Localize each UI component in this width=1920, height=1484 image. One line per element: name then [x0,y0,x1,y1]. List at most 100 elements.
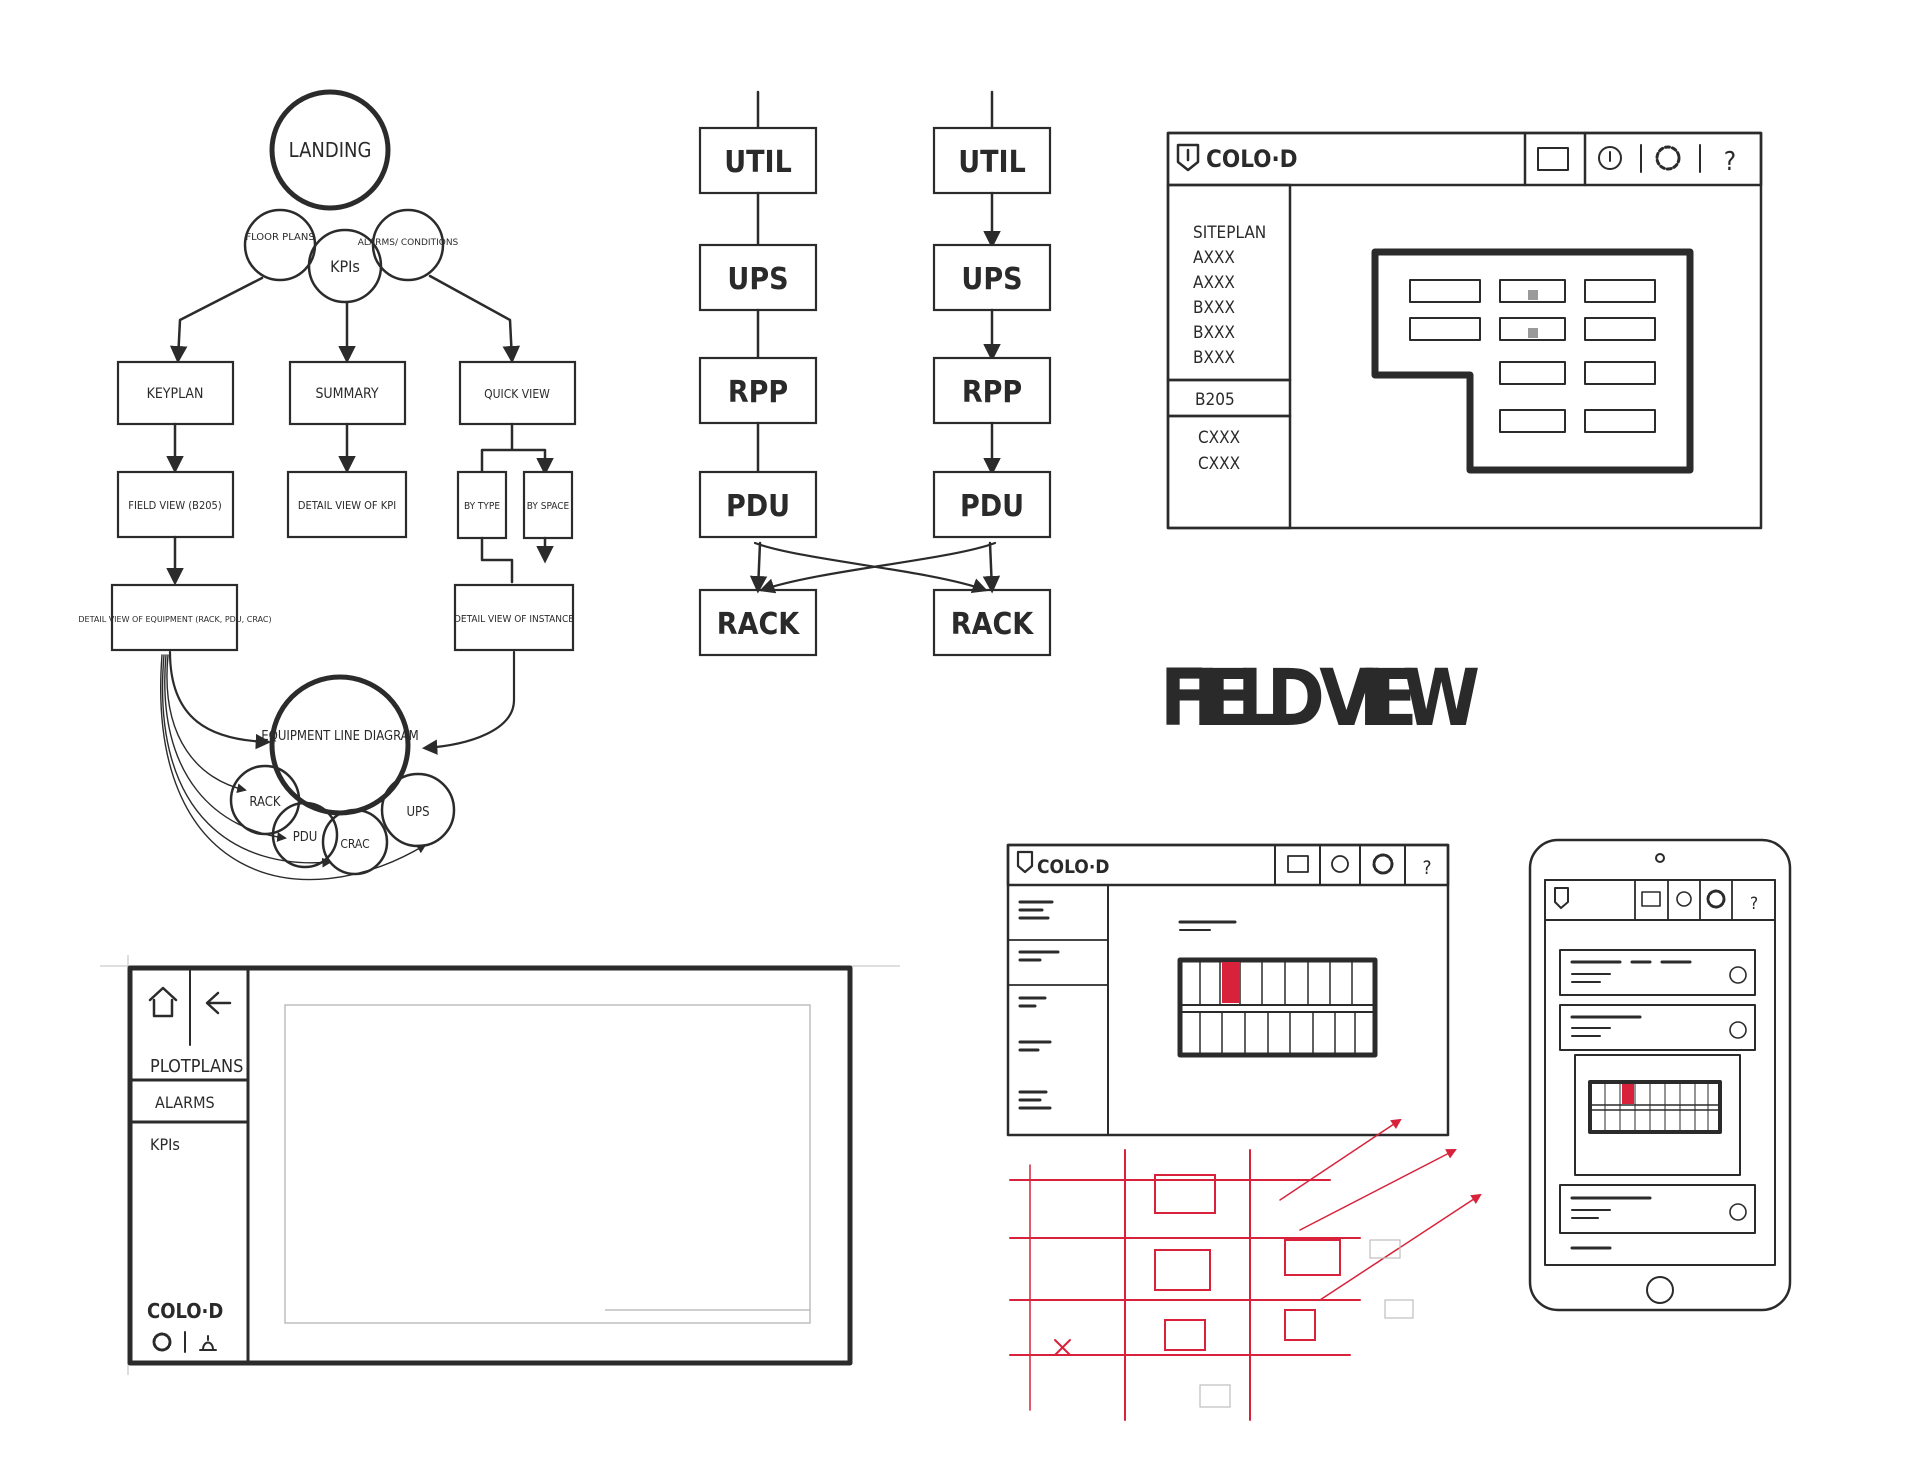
expand-icon[interactable] [1729,966,1747,984]
shield-icon [1016,850,1034,874]
alert-icon[interactable] [1598,146,1622,170]
section-title: FIELD VIEW [1160,654,1480,744]
pdu-node [271,801,339,869]
landing-node [269,89,391,211]
quick-view-label: QUICK VIEW [484,387,550,401]
rack-rows [1409,279,1656,433]
sidebar-item-cxxx[interactable]: CXXX [1198,454,1240,474]
right-chain-label-ups: UPS [961,262,1022,297]
right-chain-label-pdu: PDU [960,489,1024,524]
sidebar-item-bxxx[interactable]: BXXX [1193,323,1235,343]
left-chain-label-pdu: PDU [726,489,790,524]
landing-label: LANDING [289,138,372,162]
detail-kpi-label: DETAIL VIEW OF KPI [298,499,396,512]
red-layout-sketch [1009,1118,1482,1421]
left-chain-label-rpp: RPP [728,375,788,410]
kpis-panel [128,1120,250,1365]
plot-window [127,965,853,1366]
detail-equipment-label: DETAIL VIEW OF EQUIPMENT (RACK, PDU, CRA… [78,615,271,624]
left-chain-box-util [698,126,818,195]
right-chain-box-rpp [932,356,1052,425]
sidebar-item-cxxx[interactable]: CXXX [1198,428,1240,448]
quick-view-box [458,360,577,426]
kpis-label: KPIs [330,257,360,276]
plot-canvas [284,1004,811,1324]
home-button[interactable] [1646,1276,1674,1304]
right-chain-label-util: UTIL [958,145,1026,180]
plot-plans-wireframe: PLOTPLANS ALARMS KPIs COLO·D [100,955,900,1375]
rack-node [229,764,301,836]
field-view-sidebar-bottom [1166,414,1292,530]
small-floor-plan [1177,957,1378,1058]
monitor-icon[interactable] [1287,855,1309,873]
tablet-alarm-rack[interactable] [1622,1084,1634,1104]
right-chain-box-util [932,126,1052,195]
equipment-diagram-label: EQUIPMENT LINE DIAGRAM [261,729,419,744]
tablet-plan-card [1574,1054,1741,1176]
home-icon[interactable] [148,986,178,1018]
crac-label: CRAC [340,837,369,851]
tablet-help-icon[interactable]: ? [1750,894,1758,914]
monitor-icon[interactable] [1537,147,1569,171]
sidebar-item-axxx[interactable]: AXXX [1193,273,1235,293]
alarms-label: ALARMS [155,1093,215,1112]
keyplan-box [116,360,235,426]
summary-label: SUMMARY [315,386,378,402]
gear-icon[interactable] [1655,145,1681,171]
crac-node [321,808,389,876]
keyplan-label: KEYPLAN [147,386,204,402]
plot-logo: COLO·D [147,1299,223,1323]
sidebar-placeholder-lines [1018,900,1060,1110]
gear-icon[interactable] [152,1332,172,1352]
by-space-label: BY SPACE [527,501,570,512]
detail-kpi-box [286,470,408,539]
alert-icon[interactable] [1676,891,1692,907]
small-help-icon[interactable]: ? [1422,857,1431,879]
user-icon[interactable] [199,1335,217,1351]
detail-instance-label: DETAIL VIEW OF INSTANCE [454,614,574,625]
sidebar-item-siteplan[interactable]: SITEPLAN [1193,223,1266,243]
small-header [1006,843,1450,887]
right-chain-label-rpp: RPP [962,375,1022,410]
tablet-floor-plan [1588,1080,1722,1134]
left-chain-label-rack: RACK [717,607,800,642]
ups-node [380,772,456,848]
tablet-card-2[interactable] [1559,1004,1756,1051]
pdu-label: PDU [293,830,318,845]
expand-icon[interactable] [1729,1021,1747,1039]
alarm-rack-highlight[interactable] [1222,962,1240,1003]
ups-label: UPS [406,805,429,820]
expand-icon[interactable] [1729,1203,1747,1221]
field-view-header [1166,131,1763,187]
tablet-card-1[interactable] [1559,949,1756,996]
floor-plans-node [243,208,317,282]
site-flow-diagram: LANDING FLOOR PLANS KPIs ALARMS/ CONDITI… [78,89,577,881]
by-type-box [456,470,508,540]
gear-icon[interactable] [1372,853,1394,875]
back-arrow-icon[interactable] [205,991,232,1015]
alert-icon[interactable] [1331,855,1349,873]
gear-icon[interactable] [1706,889,1726,909]
sidebar-item-bxxx[interactable]: BXXX [1193,298,1235,318]
left-chain-label-ups: UPS [727,262,788,297]
plotplans-label[interactable]: PLOTPLANS [150,1056,243,1077]
detail-equipment-box [110,583,239,652]
camera-icon [1655,853,1665,863]
right-chain-box-ups [932,243,1052,312]
left-chain-box-rpp [698,356,818,425]
tablet-header [1544,879,1776,921]
tablet-card-3[interactable] [1559,1184,1756,1234]
small-desktop-wireframe: COLO·D ? [1006,843,1450,1137]
help-icon[interactable]: ? [1724,147,1736,177]
right-chain-label-rack: RACK [951,607,1034,642]
rack-label: RACK [249,795,281,810]
kpis-label: KPIs [150,1135,180,1154]
sidebar-item-bxxx[interactable]: BXXX [1193,348,1235,368]
sidebar-item-axxx[interactable]: AXXX [1193,248,1235,268]
alarms-node [371,208,445,282]
detail-instance-box [453,583,575,652]
monitor-icon[interactable] [1641,891,1661,907]
